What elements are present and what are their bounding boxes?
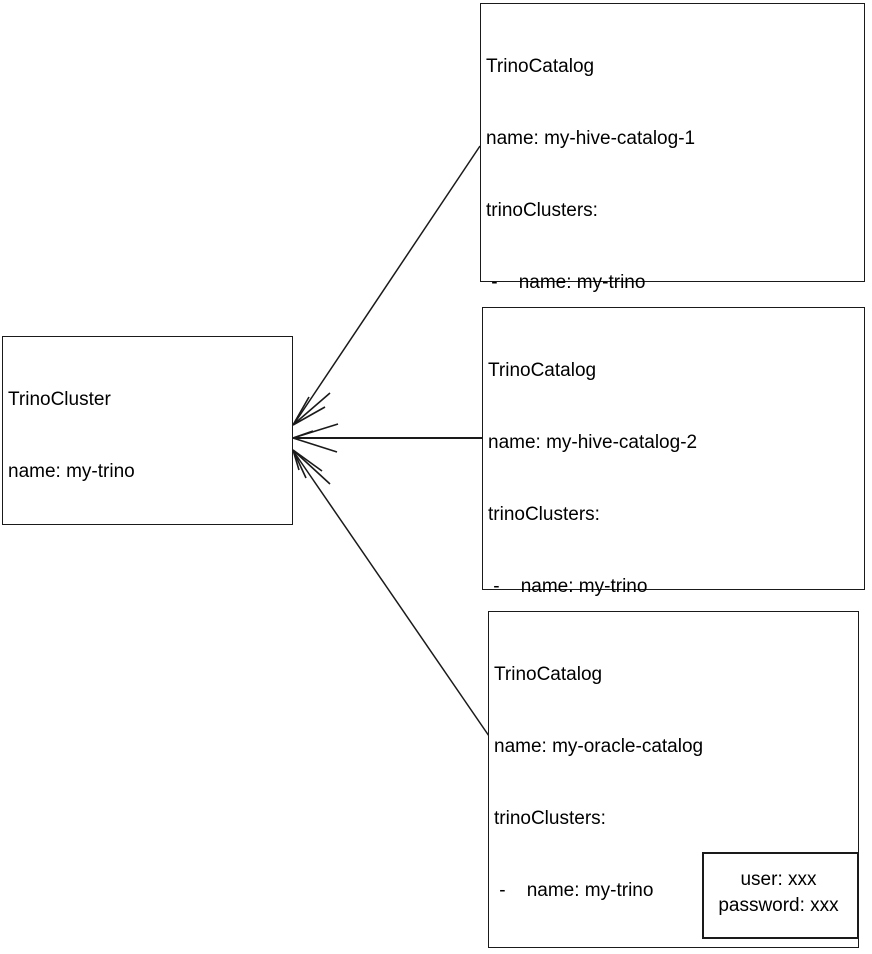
catalog-3-line-3: - name: my-trino: [494, 880, 654, 901]
edge-catalog2-to-cluster: [292, 423, 482, 453]
catalog-1-line-3: - name: my-trino: [486, 272, 646, 293]
trino-catalog-node-my-hive-catalog-1[interactable]: TrinoCatalog name: my-hive-catalog-1 tri…: [480, 3, 865, 653]
cluster-line-name: name: my-trino: [8, 461, 135, 482]
trino-catalog-node-my-hive-catalog-2[interactable]: TrinoCatalog name: my-hive-catalog-2 tri…: [482, 307, 865, 885]
secret-line-password: password: xxx: [718, 895, 839, 916]
cluster-line-kind: TrinoCluster: [8, 389, 111, 410]
catalog-1-line-2: trinoClusters:: [486, 200, 598, 221]
catalog-2-line-1: name: my-hive-catalog-2: [488, 432, 698, 453]
trino-cluster-node-text: TrinoCluster name: my-trino: [8, 340, 290, 532]
catalog-3-line-4: oracle:: [494, 951, 856, 954]
trino-catalog-node-my-oracle-catalog[interactable]: TrinoCatalog name: my-oracle-catalog tri…: [488, 611, 859, 954]
secret-line-user: user: xxx: [740, 869, 817, 890]
edge-catalog3-to-cluster: [292, 449, 490, 737]
catalog-1-line-1: name: my-hive-catalog-1: [486, 128, 696, 149]
trino-cluster-node[interactable]: TrinoCluster name: my-trino: [2, 336, 293, 525]
catalog-1-line-0: TrinoCatalog: [486, 56, 595, 77]
catalog-2-line-3: - name: my-trino: [488, 576, 648, 597]
catalog-2-line-0: TrinoCatalog: [488, 360, 597, 381]
catalog-3-line-2: trinoClusters:: [494, 808, 606, 829]
catalog-3-line-0: TrinoCatalog: [494, 664, 603, 685]
oracle-credentials-secret-node[interactable]: user: xxx password: xxx: [702, 852, 859, 939]
secret-text: user: xxx password: xxx: [704, 867, 853, 919]
catalog-2-line-2: trinoClusters:: [488, 504, 600, 525]
edge-catalog1-to-cluster: [292, 145, 481, 426]
catalog-3-text: TrinoCatalog name: my-oracle-catalog tri…: [494, 615, 856, 954]
catalog-3-line-1: name: my-oracle-catalog: [494, 736, 704, 757]
